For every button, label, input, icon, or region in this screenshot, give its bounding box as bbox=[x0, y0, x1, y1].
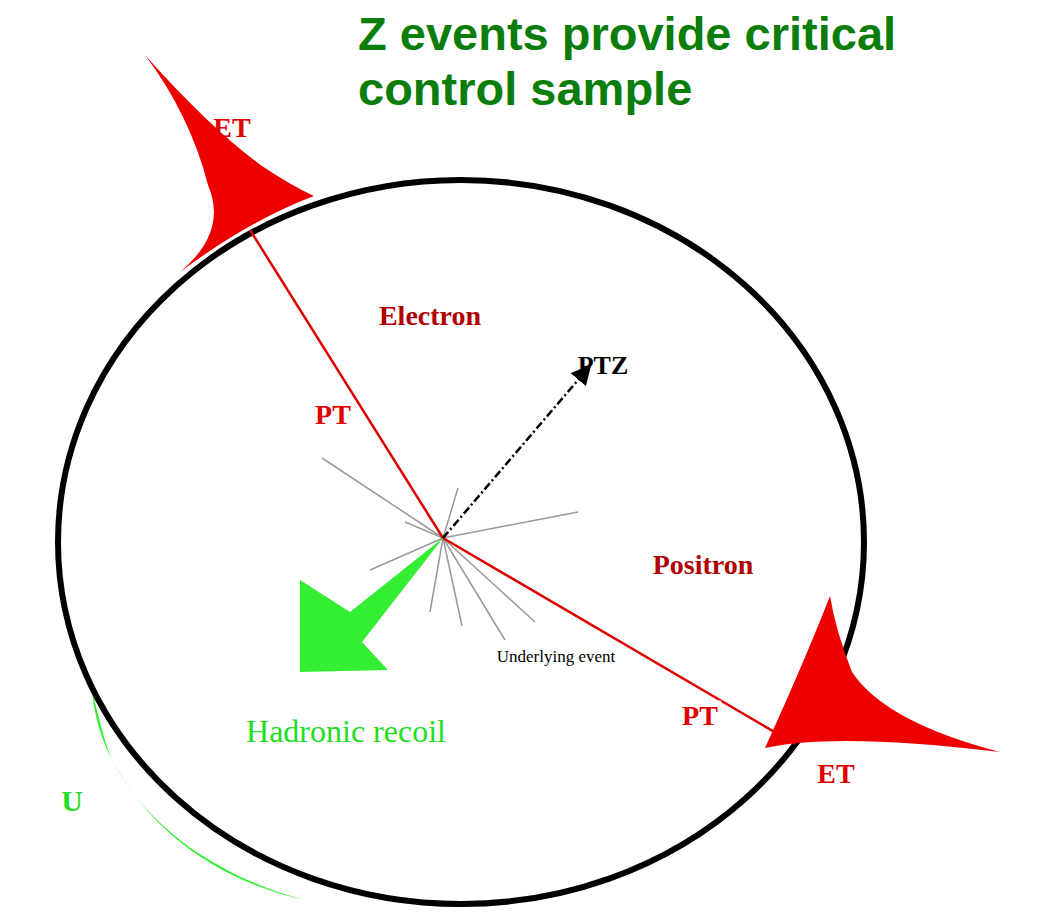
positron-deposit bbox=[765, 596, 1000, 752]
recoil-label: Hadronic recoil bbox=[243, 714, 449, 749]
recoil-symbol: U bbox=[58, 784, 86, 817]
energy-label: ET bbox=[210, 113, 253, 144]
particle-label: Positron bbox=[650, 550, 757, 581]
momentum-label: PT bbox=[312, 400, 354, 431]
positron-track bbox=[443, 538, 795, 744]
slide-title: Z events provide critical control sample bbox=[358, 6, 1033, 117]
electron-deposit bbox=[145, 55, 314, 272]
recoil-arrow bbox=[300, 538, 443, 672]
z-pt-arrow bbox=[443, 366, 590, 538]
detector-circle bbox=[58, 180, 864, 904]
particle-label: Electron bbox=[376, 301, 484, 332]
momentum-label: PT bbox=[679, 701, 721, 732]
momentum-label: PTZ bbox=[575, 352, 632, 381]
electron-track bbox=[250, 230, 443, 538]
underlying-event-label: Underlying event bbox=[494, 648, 619, 667]
energy-label: ET bbox=[814, 759, 857, 790]
